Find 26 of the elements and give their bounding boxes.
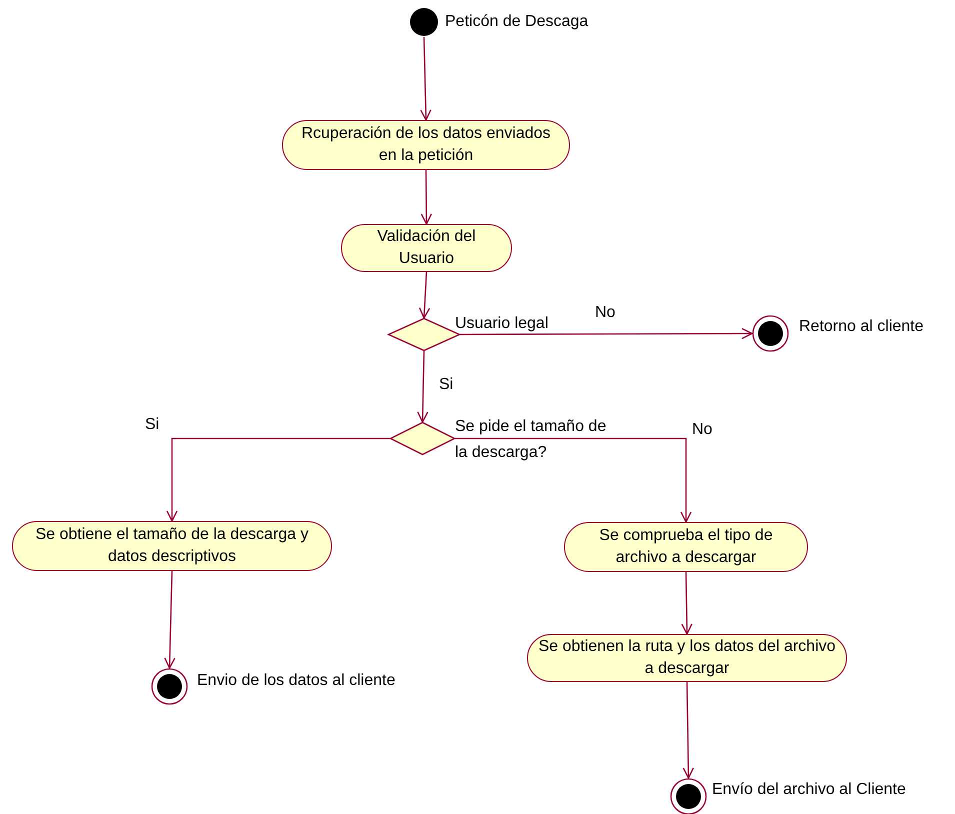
end-node [752, 315, 789, 352]
arrow [166, 438, 390, 522]
activity-box: Se obtienen la ruta y los datos del archivo a descargar [527, 634, 847, 682]
node-caption: Usuario legal [455, 314, 548, 334]
node-caption: Envío del archivo al Cliente [712, 780, 906, 800]
end-node [670, 778, 707, 814]
activity-box: Validación del Usuario [341, 224, 512, 272]
activity-box: Rcuperación de los datos enviados en la petición [282, 120, 570, 170]
arrow [460, 328, 753, 340]
arrow [682, 682, 694, 779]
decision-diamond [390, 422, 455, 455]
node-caption: Retorno al cliente [799, 317, 924, 337]
arrow [455, 438, 692, 523]
node-caption: Peticón de Descaga [445, 12, 588, 32]
arrow [420, 170, 432, 225]
end-node [151, 668, 188, 705]
node-caption: Envio de los datos al cliente [197, 671, 396, 691]
arrow [417, 350, 428, 423]
arrow [418, 272, 430, 319]
node-caption: Se pide el tamaño de la descarga? [455, 417, 608, 463]
arrow [420, 36, 432, 121]
activity-box: Se comprueba el tipo de archivo a descargar [564, 522, 808, 572]
arrow [681, 572, 692, 635]
start-node [409, 7, 439, 37]
arrow [164, 570, 176, 669]
activity-box: Se obtiene el tamaño de la descarga y datos descriptivos [12, 521, 332, 571]
